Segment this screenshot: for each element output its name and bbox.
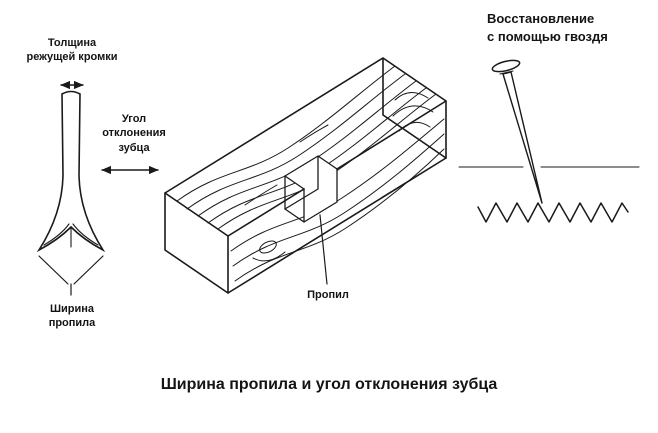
beam-grain-front <box>230 118 445 282</box>
wood-knot <box>259 240 277 254</box>
beam-outline <box>164 57 447 294</box>
tooth-bevel-right <box>72 223 99 246</box>
figure-caption: Ширина пропила и угол отклонения зубца <box>160 376 498 393</box>
nail-shaft <box>502 71 543 204</box>
kerf-width-label: Ширина пропила <box>48 303 96 330</box>
nail-figure-title: Восстановление с помощью гвоздя <box>487 11 608 44</box>
saw-tooth-drawing <box>36 80 159 296</box>
kerf-pointer-line <box>319 214 328 285</box>
nail-collar <box>499 70 514 75</box>
tooth-bevel-left <box>43 223 70 246</box>
kerf-width-bracket <box>38 255 104 296</box>
nail-drawing <box>458 59 640 223</box>
kerf-notch <box>284 155 338 223</box>
wood-beam-drawing <box>164 57 447 294</box>
tooth-outline <box>36 90 106 253</box>
angle-label: Угол отклонения зубца <box>102 113 166 154</box>
nail-head <box>491 59 521 73</box>
kerf-label: Пропил <box>307 289 349 301</box>
sawteeth-zigzag <box>477 202 629 223</box>
thickness-label: Толщина режущей кромки <box>26 37 118 64</box>
